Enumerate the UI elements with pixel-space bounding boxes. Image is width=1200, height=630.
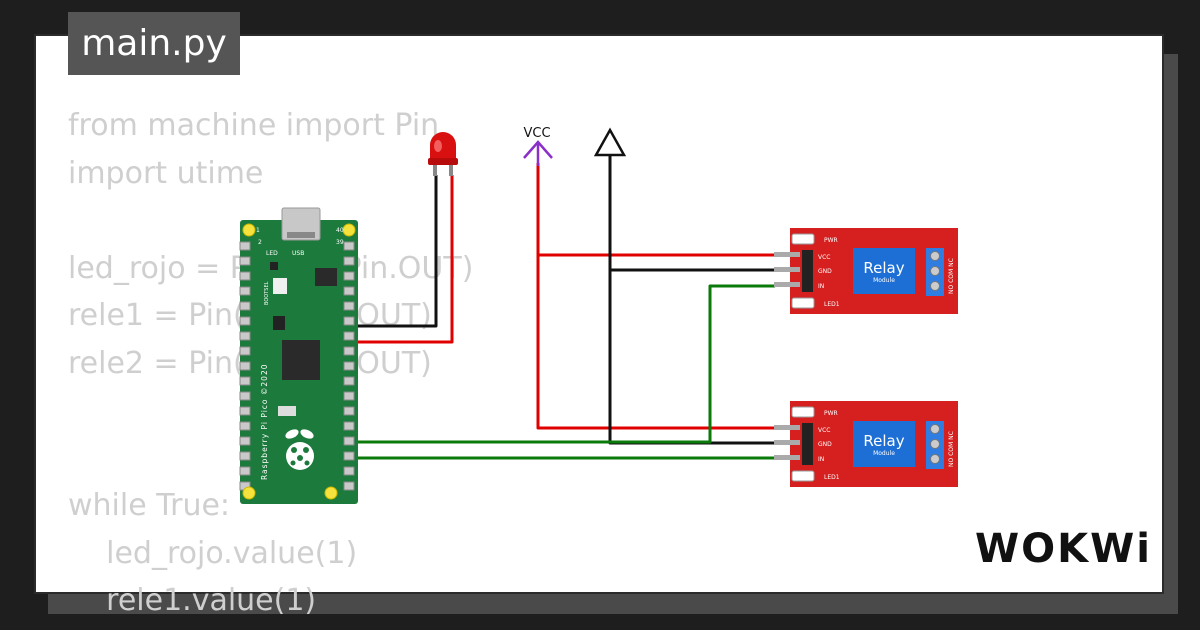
pico-pin (343, 346, 355, 356)
relay2-terminal-labels: NO COM NC (948, 431, 955, 467)
code-line-10: led_rojo.value(1) (68, 535, 358, 571)
raspberry-pi-pico[interactable]: 1 2 39 40 LED USB BOOTSEL Raspberry Pi P… (239, 207, 358, 504)
pico-pin (239, 271, 251, 281)
wire-gnd-relay1 (608, 155, 775, 272)
pico-pin (343, 466, 355, 476)
pico-pin (239, 391, 251, 401)
relay2-subtitle: Module (873, 450, 895, 457)
wire-vcc-relay1 (536, 163, 775, 257)
relay2-vcc-label: VCC (818, 427, 830, 434)
pico-led-label: LED (266, 250, 278, 257)
pico-usb-label: USB (292, 250, 304, 257)
pico-bootsel-label: BOOTSEL (264, 281, 270, 305)
file-tab[interactable]: main.py (68, 12, 240, 75)
pico-pin-headers (239, 241, 355, 491)
pico-pin (239, 346, 251, 356)
pico-pin (343, 256, 355, 266)
pico-pin (343, 271, 355, 281)
pico-pin (343, 451, 355, 461)
pico-pin (239, 406, 251, 416)
pico-pin (343, 376, 355, 386)
relay-module-1[interactable]: PWR LED1 VCC GND IN Relay Module NO COM … (774, 228, 958, 314)
relay2-title: Relay (863, 432, 904, 450)
relay1-led1-label: LED1 (824, 301, 840, 308)
wire-vcc-relay2 (536, 255, 775, 430)
pico-pin (343, 361, 355, 371)
pico-pin (239, 436, 251, 446)
relay-module-2[interactable]: PWR LED1 VCC GND IN Relay Module NO COM … (774, 401, 958, 487)
pico-pin (239, 331, 251, 341)
code-line-1: from machine import Pin (68, 108, 440, 143)
pico-pin (239, 316, 251, 326)
relay1-in-label: IN (818, 283, 824, 290)
pico-pin (343, 481, 355, 491)
pico-pin (343, 406, 355, 416)
red-led[interactable] (428, 132, 458, 176)
pico-pin (343, 301, 355, 311)
pico-pin (343, 316, 355, 326)
vcc-symbol: VCC (523, 126, 553, 166)
relay1-title: Relay (863, 259, 904, 277)
wokwi-logo: WOKWi (975, 526, 1152, 572)
relay2-gnd-label: GND (818, 441, 832, 448)
diagram-card: from machine import Pin import utime led_r… (34, 34, 1164, 618)
pico-pin (343, 391, 355, 401)
pico-pin39-label: 39 (336, 239, 344, 246)
pico-pin (239, 286, 251, 296)
pico-pin (239, 241, 251, 251)
pico-pin (239, 256, 251, 266)
wire-led-cathode (350, 175, 438, 328)
pico-pin (239, 466, 251, 476)
pico-pin (239, 301, 251, 311)
pico-pin (239, 376, 251, 386)
pico-pin (239, 451, 251, 461)
pico-pin40-label: 40 (336, 227, 344, 234)
relay1-subtitle: Module (873, 277, 895, 284)
vcc-label: VCC (523, 126, 550, 141)
pico-pin1-label: 1 (256, 227, 260, 234)
relay1-gnd-label: GND (818, 268, 832, 275)
ground-symbol (593, 127, 627, 157)
relay2-in-label: IN (818, 456, 824, 463)
code-line-2: import utime (68, 155, 264, 191)
wire-led-anode (350, 175, 454, 344)
pico-pin (343, 286, 355, 296)
relay1-terminal-labels: NO COM NC (948, 258, 955, 294)
pico-pin (343, 421, 355, 431)
relay2-pwr-label: PWR (824, 410, 838, 417)
wire-gnd-relay2 (608, 270, 775, 445)
pico-pin2-label: 2 (258, 239, 262, 246)
relay1-vcc-label: VCC (818, 254, 830, 261)
relay1-pwr-label: PWR (824, 237, 838, 244)
pico-pin (343, 331, 355, 341)
pico-pin (343, 241, 355, 251)
pico-pin (239, 421, 251, 431)
pico-pin (343, 436, 355, 446)
pico-board-text: Raspberry Pi Pico ©2020 (260, 364, 269, 481)
code-line-11: rele1.value(1) (68, 583, 317, 618)
code-line-9: while True: (68, 488, 231, 523)
pico-pin (239, 361, 251, 371)
wire-in-relay1 (350, 284, 775, 444)
relay2-led1-label: LED1 (824, 474, 840, 481)
